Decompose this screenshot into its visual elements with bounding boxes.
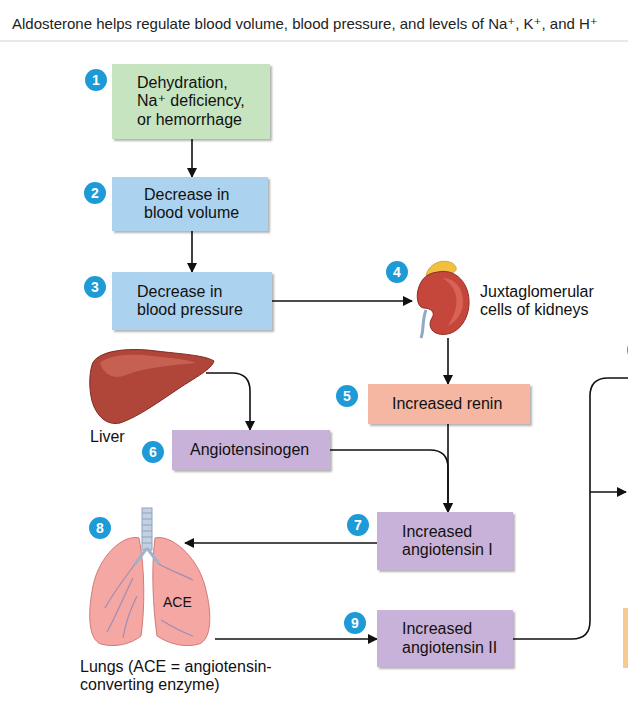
kidney-node: Juxtaglomerular cells of kidneys (412, 258, 472, 338)
right-lung (153, 538, 210, 646)
box-text: Increased angiotensin II (402, 620, 502, 657)
process-box: Decrease in blood pressure (112, 272, 272, 330)
callout-number: 7 (347, 514, 369, 536)
organ-label: Lungs (ACE = angiotensin- converting enz… (80, 658, 285, 695)
cut-callout (627, 339, 628, 361)
flow-arrow (447, 424, 449, 512)
callout-number: 2 (84, 182, 106, 204)
trachea-ring (142, 531, 152, 532)
trachea-ring (142, 537, 152, 538)
flow-arrow (447, 338, 449, 384)
continuation-line (513, 378, 628, 639)
callout-number: 4 (386, 261, 408, 283)
title-rule (0, 41, 628, 42)
trachea-ring (142, 525, 152, 526)
trachea-ring (142, 543, 152, 544)
trachea (142, 508, 152, 550)
ureter (421, 310, 426, 338)
flow-arrow (206, 373, 250, 430)
callout-number: 1 (85, 69, 107, 91)
callout-number: 9 (344, 612, 366, 634)
kidney-shape (417, 271, 469, 334)
left-lung (90, 538, 144, 646)
kidney-highlight (442, 278, 463, 326)
liver-shape (90, 350, 214, 424)
flow-arrow (272, 300, 412, 302)
flow-arrow (330, 450, 448, 512)
hormone-box: Angiotensinogen (172, 430, 330, 470)
organ-label: Juxtaglomerular cells of kidneys (480, 283, 614, 320)
kidney-illustration (412, 258, 472, 338)
box-text: Angiotensinogen (190, 441, 312, 459)
cause-box: Dehydration, Na⁺ deficiency, or hemorrha… (112, 64, 270, 139)
enzyme-label: ACE (163, 594, 203, 610)
callout-number: 8 (89, 517, 111, 539)
flow-arrow (191, 231, 193, 272)
box-text: Dehydration, Na⁺ deficiency, or hemorrha… (137, 74, 250, 129)
hormone-box: Increased renin (368, 384, 530, 424)
liver-highlight (100, 355, 196, 377)
box-text: Increased renin (392, 395, 506, 413)
liver-node: Liver (86, 345, 216, 425)
callout-number: 6 (142, 441, 164, 463)
diagram-title: Aldosterone helps regulate blood volume,… (12, 15, 598, 33)
bronchus (135, 548, 159, 564)
continuation-arrow (590, 491, 626, 493)
callout-number: 5 (336, 385, 358, 407)
process-box: Decrease in blood volume (112, 177, 268, 231)
box-text: Increased angiotensin I (402, 523, 498, 560)
box-text: Decrease in blood volume (144, 186, 244, 223)
flow-arrow (215, 638, 377, 640)
hormone-box: Increased angiotensin I (377, 512, 513, 570)
cut-box (623, 608, 628, 668)
trachea-ring (142, 519, 152, 520)
callout-number: 3 (84, 276, 106, 298)
flow-arrow (191, 139, 193, 177)
box-text: Decrease in blood pressure (137, 283, 247, 320)
trachea-ring (142, 513, 152, 514)
flow-arrow (185, 542, 377, 544)
liver-illustration (86, 345, 216, 425)
hormone-box: Increased angiotensin II (377, 610, 513, 667)
